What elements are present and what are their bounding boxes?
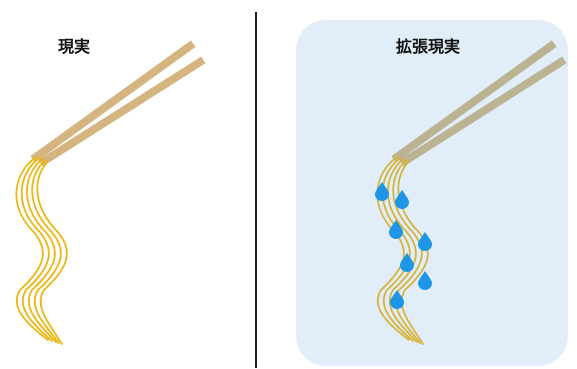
- water-drop-icon: [418, 271, 432, 290]
- noodle-strand: [20, 157, 53, 342]
- augmented-reality-title: 拡張現実: [396, 37, 461, 56]
- noodle-strand: [26, 158, 57, 343]
- divider-line: [255, 12, 257, 368]
- noodle-strand: [392, 159, 423, 344]
- noodle-strand: [15, 156, 49, 341]
- noodle-strand: [36, 160, 68, 345]
- water-drops: [375, 182, 432, 309]
- chopstick-lower: [399, 56, 567, 167]
- chopstick-upper: [391, 40, 557, 163]
- water-drop-icon: [389, 220, 403, 239]
- water-drop-icon: [375, 182, 389, 201]
- water-drop-icon: [395, 190, 409, 209]
- noodle-strand: [397, 160, 429, 345]
- noodle-strand: [387, 158, 418, 343]
- noodle-strand: [31, 159, 62, 344]
- reality-title: 現実: [58, 37, 91, 56]
- chopstick-upper: [30, 40, 196, 163]
- water-drop-icon: [418, 232, 432, 251]
- chopsticks-left: [30, 40, 206, 167]
- water-drop-icon: [400, 253, 414, 272]
- chopstick-lower: [38, 56, 206, 167]
- water-drop-icon: [390, 290, 404, 309]
- augmented-reality-panel-background: [296, 20, 568, 366]
- noodles-left: [15, 156, 68, 345]
- chopsticks-right: [391, 40, 567, 167]
- noodles-right: [376, 156, 429, 345]
